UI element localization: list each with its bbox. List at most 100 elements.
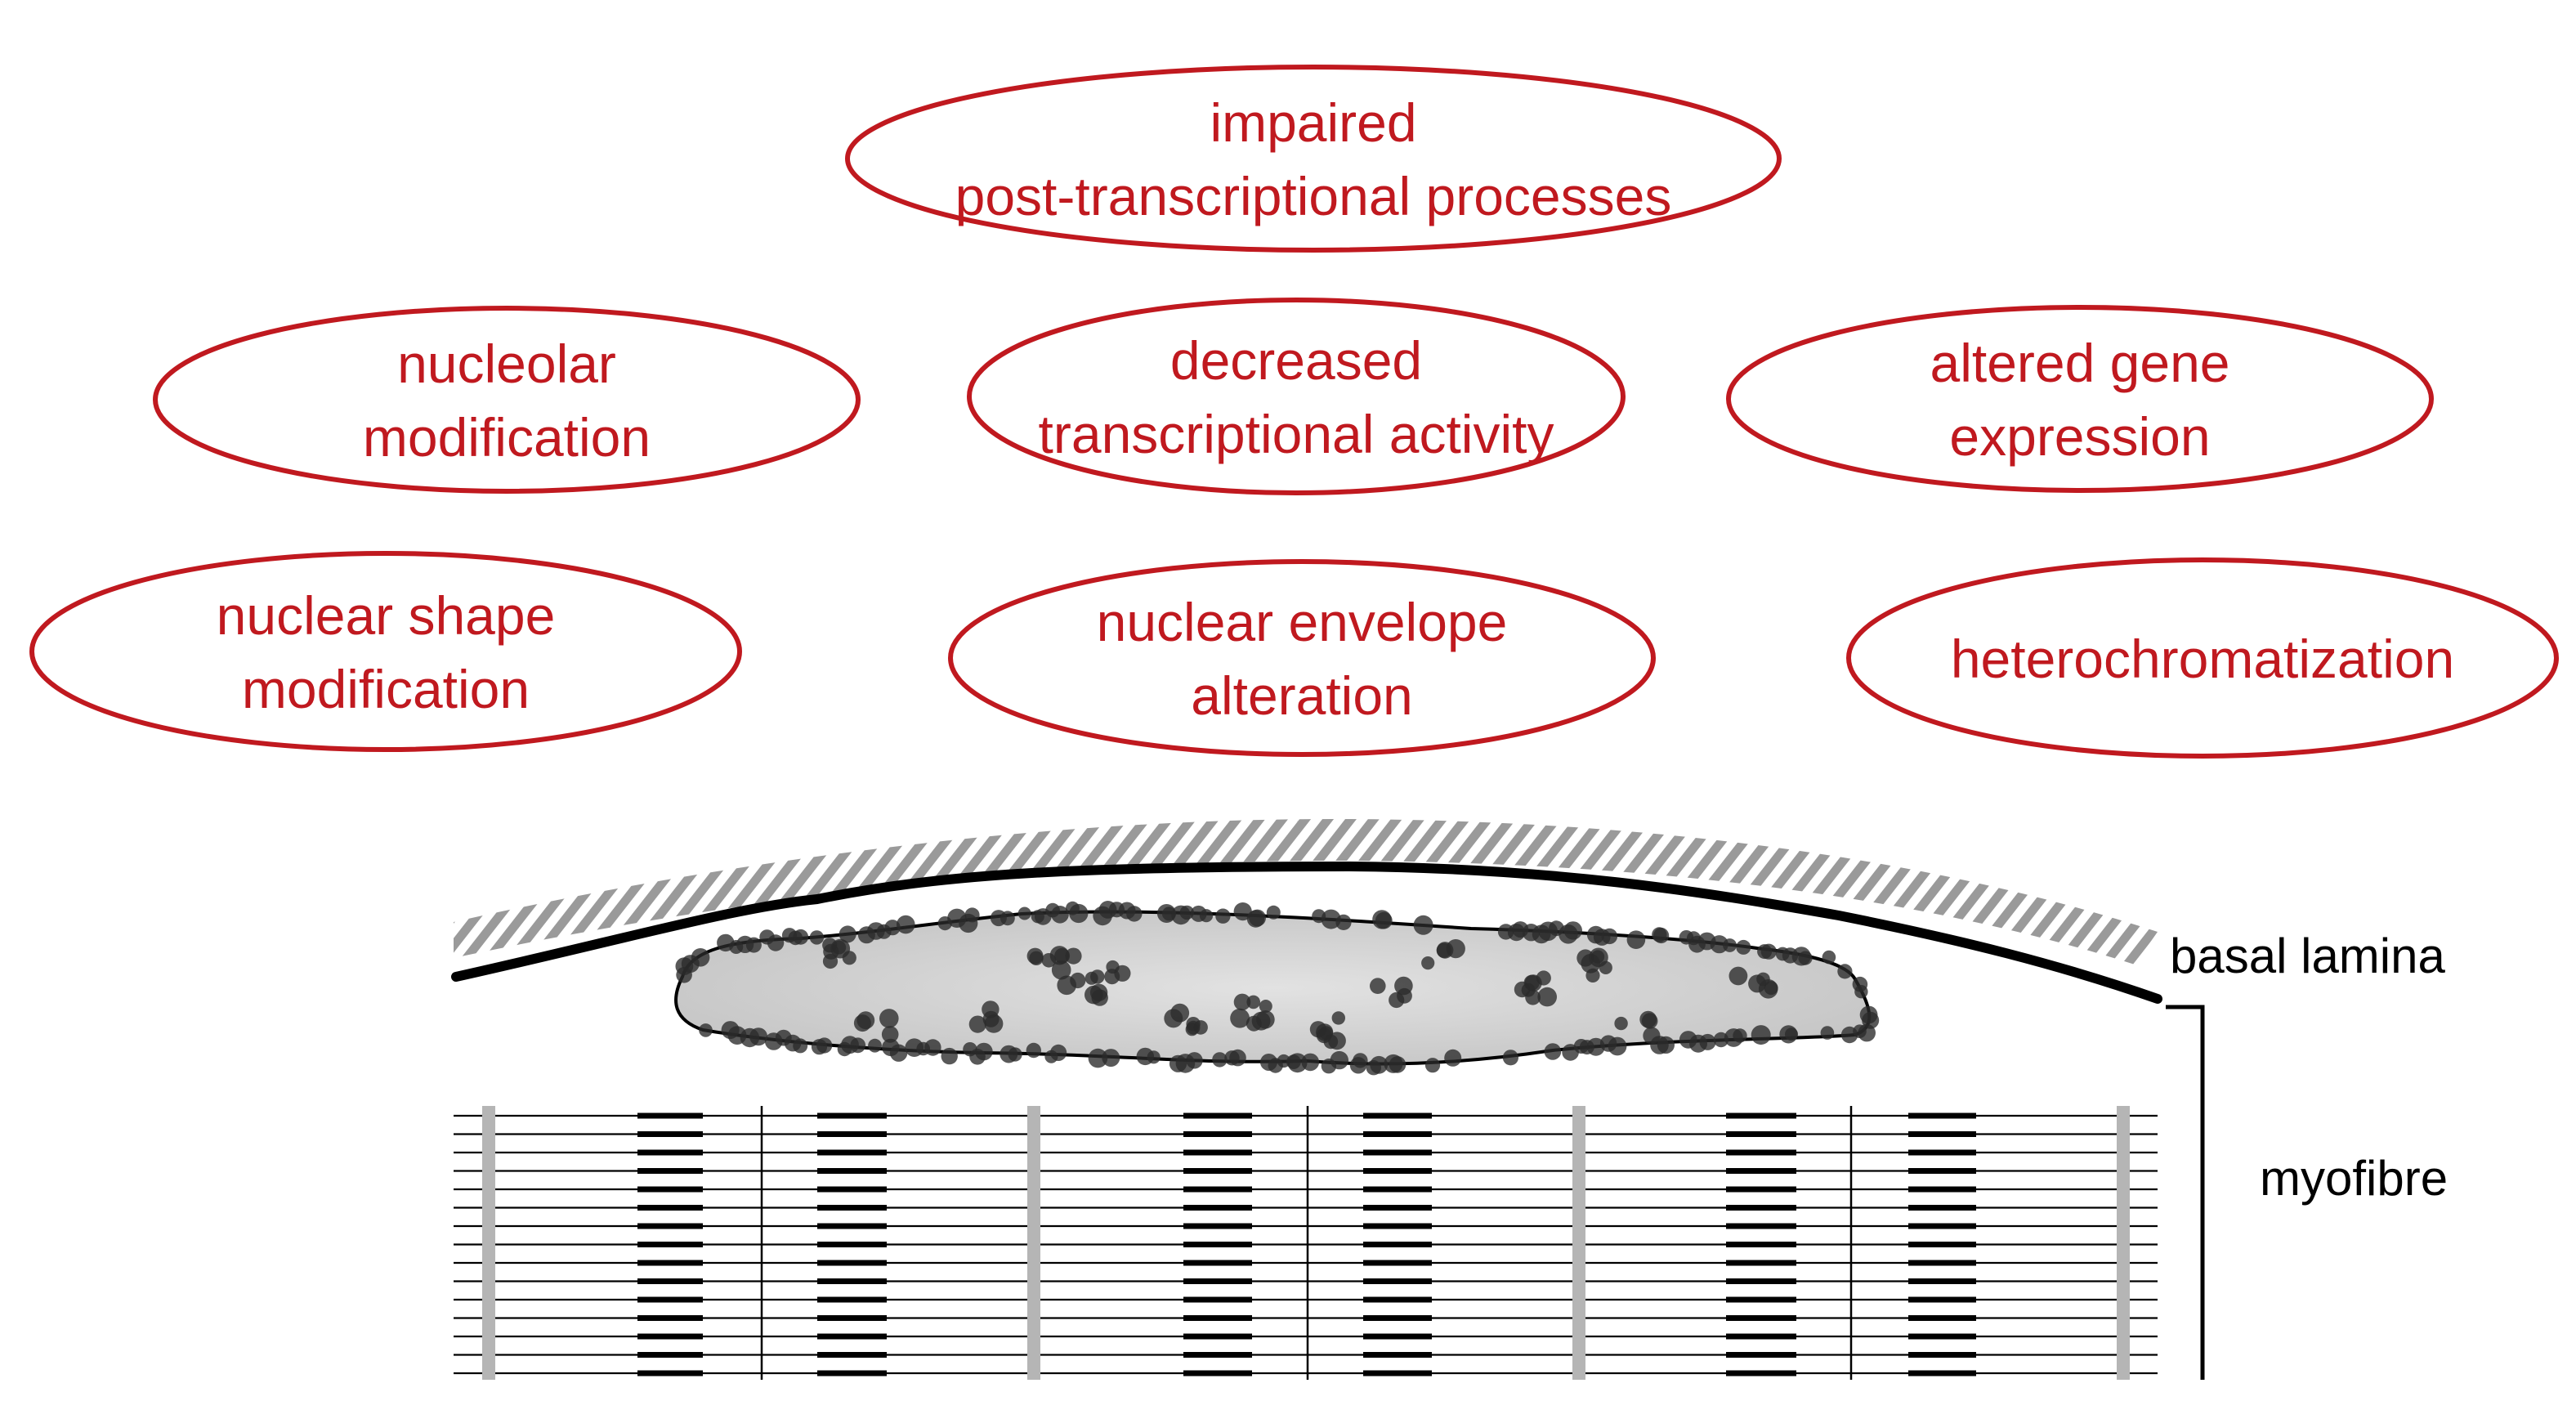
chromatin-granule [897,915,915,934]
chromatin-granule [1026,947,1044,965]
chromatin-granule [941,1047,958,1065]
chromatin-granule [1246,1015,1262,1032]
effect-label-line: nuclear shape [217,585,556,646]
chromatin-granule [1779,1025,1798,1044]
chromatin-granule [721,1021,740,1040]
chromatin-granule [1840,1026,1858,1044]
myonucleus [674,901,1880,1076]
chromatin-granule [1589,947,1608,968]
chromatin-granule [1653,927,1670,944]
chromatin-granule [811,1039,828,1055]
chromatin-granule [1723,938,1737,952]
chromatin-granule [1536,970,1551,986]
chromatin-granule [1375,911,1393,929]
chromatin-granule [1215,908,1231,924]
chromatin-granule [1179,905,1195,920]
chromatin-granule [1562,1044,1579,1061]
chromatin-granule [699,1023,713,1037]
chromatin-granule [823,943,839,960]
chromatin-granule [767,934,785,951]
effect-post-transcriptional: impaired post-transcriptional processes [845,65,1782,253]
effect-label-line: impaired [1210,92,1416,153]
chromatin-granule [1413,915,1433,935]
chromatin-granule [1000,1045,1018,1063]
chromatin-granule [1085,985,1103,1005]
effect-label-line: expression [1949,406,2210,467]
chromatin-granule [1523,974,1540,991]
chromatin-granule [1044,1050,1058,1063]
chromatin-granule [1065,947,1082,965]
effect-ellipse [1726,305,2434,493]
effect-label-line: post-transcriptional processes [955,166,1672,226]
chromatin-granule [1321,1059,1337,1074]
heterochromatin-clusters [675,901,1880,1076]
chromatin-granule [1169,1054,1187,1072]
effect-nuclear-envelope: nuclear envelope alteration [948,559,1656,757]
chromatin-granule [1230,1008,1250,1028]
chromatin-granule [1641,1013,1658,1029]
basal-lamina-label: basal lamina [2170,929,2445,983]
chromatin-granule [968,1015,986,1033]
effect-label-line: modification [363,407,651,468]
chromatin-granule [1724,1028,1743,1047]
effects-group: impaired post-transcriptional processes nu… [29,65,2559,759]
chromatin-granule [1397,987,1412,1004]
chromatin-granule [1349,1057,1367,1074]
chromatin-granule [1837,964,1853,979]
chromatin-granule [1323,1034,1339,1050]
chromatin-granule [1576,949,1594,967]
chromatin-granule [1679,1031,1697,1049]
chromatin-granule [1051,960,1071,980]
chromatin-granule [1751,1025,1771,1045]
chromatin-granule [764,1032,783,1050]
effect-ellipse [29,551,742,752]
chromatin-granule [1822,950,1836,965]
chromatin-granule [1090,969,1105,984]
effect-label-line: transcriptional activity [1039,404,1554,464]
chromatin-granule [1713,1032,1729,1048]
effect-label-line: alteration [1191,665,1413,726]
chromatin-granule [1601,928,1618,945]
chromatin-granule [1249,909,1266,927]
chromatin-granule [1370,978,1386,994]
muscle-fibre-schematic: basal lamina myofibre [451,818,2448,1380]
chromatin-granule [793,929,809,945]
chromatin-granule [837,1041,852,1057]
effect-transcriptional-activity: decreased transcriptional activity [967,298,1626,495]
effect-ellipse [845,65,1782,253]
chromatin-granule [1537,987,1557,1007]
chromatin-granule [868,1038,882,1053]
chromatin-granule [1798,951,1813,965]
chromatin-granule [1260,1054,1277,1071]
chromatin-granule [1136,1047,1155,1066]
chromatin-granule [1525,989,1541,1005]
chromatin-granule [745,937,762,953]
effect-label-line: decreased [1170,330,1422,391]
chromatin-granule [809,930,825,945]
effect-label-line: heterochromatization [1951,629,2454,689]
chromatin-granule [1212,1052,1228,1068]
chromatin-granule [1643,1027,1661,1045]
chromatin-granule [1199,909,1214,923]
effect-label-line: nuclear envelope [1097,592,1508,652]
chromatin-granule [842,951,856,965]
chromatin-granule [1729,966,1748,986]
chromatin-granule [1421,956,1435,970]
chromatin-granule [1259,1000,1272,1013]
chromatin-granule [1106,960,1120,974]
chromatin-granule [1760,943,1777,960]
effect-ellipse [967,298,1626,495]
chromatin-granule [879,1009,899,1028]
chromatin-granule [1233,902,1252,921]
chromatin-granule [1563,921,1583,940]
chromatin-granule [1164,1009,1183,1028]
chromatin-granule [1246,995,1260,1009]
chromatin-granule [1224,1050,1240,1066]
chromatin-granule [839,925,856,943]
effect-ellipse [153,306,861,494]
chromatin-granule [1710,935,1729,954]
